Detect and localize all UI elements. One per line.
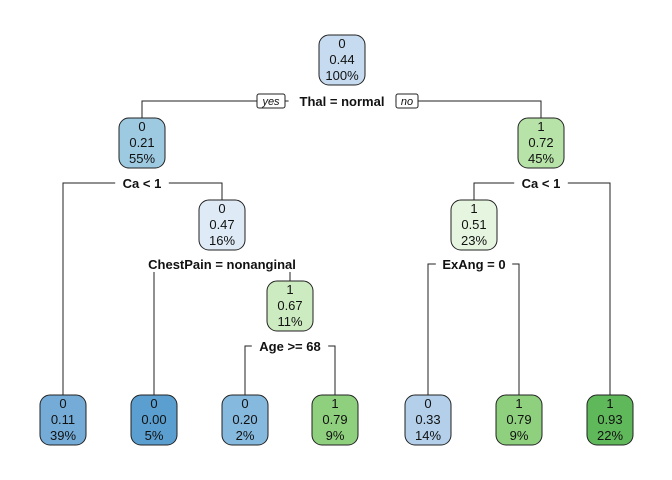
node-class-label: 1 xyxy=(470,201,477,216)
split-condition-label: Ca < 1 xyxy=(522,176,561,191)
node-prob-label: 0.47 xyxy=(209,217,234,232)
node-class-label: 1 xyxy=(537,119,544,134)
node-box xyxy=(130,394,178,446)
split-label-background xyxy=(435,255,513,272)
node-box xyxy=(450,199,498,251)
node-box xyxy=(517,117,565,169)
node-pct-label: 16% xyxy=(209,233,235,248)
node-pct-label: 2% xyxy=(236,428,255,443)
split-s_exang: ExAng = 0 xyxy=(435,255,513,272)
node-class-label: 0 xyxy=(218,201,225,216)
split-label-background xyxy=(115,174,169,191)
branch-tag-box xyxy=(395,93,419,109)
split-label-background xyxy=(514,174,568,191)
node-class-label: 0 xyxy=(138,119,145,134)
tree-node-leaf4: 10.799% xyxy=(311,394,359,446)
node-pct-label: 11% xyxy=(277,314,302,329)
node-pct-label: 39% xyxy=(50,428,76,443)
node-box xyxy=(586,394,634,446)
node-class-label: 0 xyxy=(424,396,431,411)
node-prob-label: 0.51 xyxy=(461,217,486,232)
edge-s_left xyxy=(62,182,223,395)
node-prob-label: 0.00 xyxy=(141,412,166,427)
node-box xyxy=(404,394,452,446)
branch-tag-no: no xyxy=(395,93,419,109)
node-pct-label: 45% xyxy=(528,151,554,166)
node-prob-label: 0.79 xyxy=(322,412,347,427)
node-box xyxy=(198,199,246,251)
node-class-label: 1 xyxy=(286,282,293,297)
node-pct-label: 9% xyxy=(326,428,345,443)
node-class-label: 0 xyxy=(59,396,66,411)
split-condition-label: Ca < 1 xyxy=(123,176,162,191)
split-condition-label: ExAng = 0 xyxy=(442,257,505,272)
node-pct-label: 9% xyxy=(510,428,529,443)
node-class-label: 1 xyxy=(515,396,522,411)
split-label-background xyxy=(251,337,329,354)
node-prob-label: 0.67 xyxy=(277,298,302,313)
split-s_right: Ca < 1 xyxy=(514,174,568,191)
node-box xyxy=(266,280,314,332)
node-prob-label: 0.93 xyxy=(597,412,622,427)
node-pct-label: 22% xyxy=(597,428,623,443)
node-box xyxy=(118,117,166,169)
split-condition-label: ChestPain = nonanginal xyxy=(148,257,296,272)
node-box xyxy=(311,394,359,446)
split-label-background xyxy=(134,255,310,272)
node-box xyxy=(221,394,269,446)
node-pct-label: 55% xyxy=(129,151,155,166)
node-class-label: 1 xyxy=(606,396,613,411)
split-condition-label: Age >= 68 xyxy=(259,339,320,354)
node-prob-label: 0.72 xyxy=(528,135,553,150)
node-pct-label: 100% xyxy=(325,68,359,83)
node-class-label: 1 xyxy=(331,396,338,411)
node-pct-label: 23% xyxy=(461,233,487,248)
node-prob-label: 0.44 xyxy=(329,52,354,67)
split-s_age: Age >= 68 xyxy=(251,337,329,354)
split-s_left: Ca < 1 xyxy=(115,174,169,191)
node-prob-label: 0.79 xyxy=(506,412,531,427)
split-s_chest: ChestPain = nonanginal xyxy=(134,255,310,272)
node-box xyxy=(39,394,87,446)
split-label-background xyxy=(288,92,396,109)
node-prob-label: 0.20 xyxy=(232,412,257,427)
tree-node-leaf3: 00.202% xyxy=(221,394,269,446)
node-prob-label: 0.11 xyxy=(51,412,75,427)
node-prob-label: 0.33 xyxy=(415,412,440,427)
split-s_root: Thal = normal xyxy=(288,92,396,109)
edge-s_exang xyxy=(427,263,520,395)
node-pct-label: 5% xyxy=(145,428,164,443)
tree-node-leaf2: 00.005% xyxy=(130,394,178,446)
branch-tag-label: yes xyxy=(261,96,280,108)
node-class-label: 0 xyxy=(338,36,345,51)
branch-tag-box xyxy=(256,93,286,109)
node-pct-label: 14% xyxy=(415,428,441,443)
split-condition-label: Thal = normal xyxy=(300,94,385,109)
node-prob-label: 0.21 xyxy=(129,135,154,150)
node-class-label: 0 xyxy=(241,396,248,411)
branch-tag-yes: yes xyxy=(256,93,286,109)
branch-tag-label: no xyxy=(401,96,413,108)
tree-node-leaf6: 10.799% xyxy=(495,394,543,446)
node-box xyxy=(318,34,366,86)
node-box xyxy=(495,394,543,446)
node-class-label: 0 xyxy=(150,396,157,411)
